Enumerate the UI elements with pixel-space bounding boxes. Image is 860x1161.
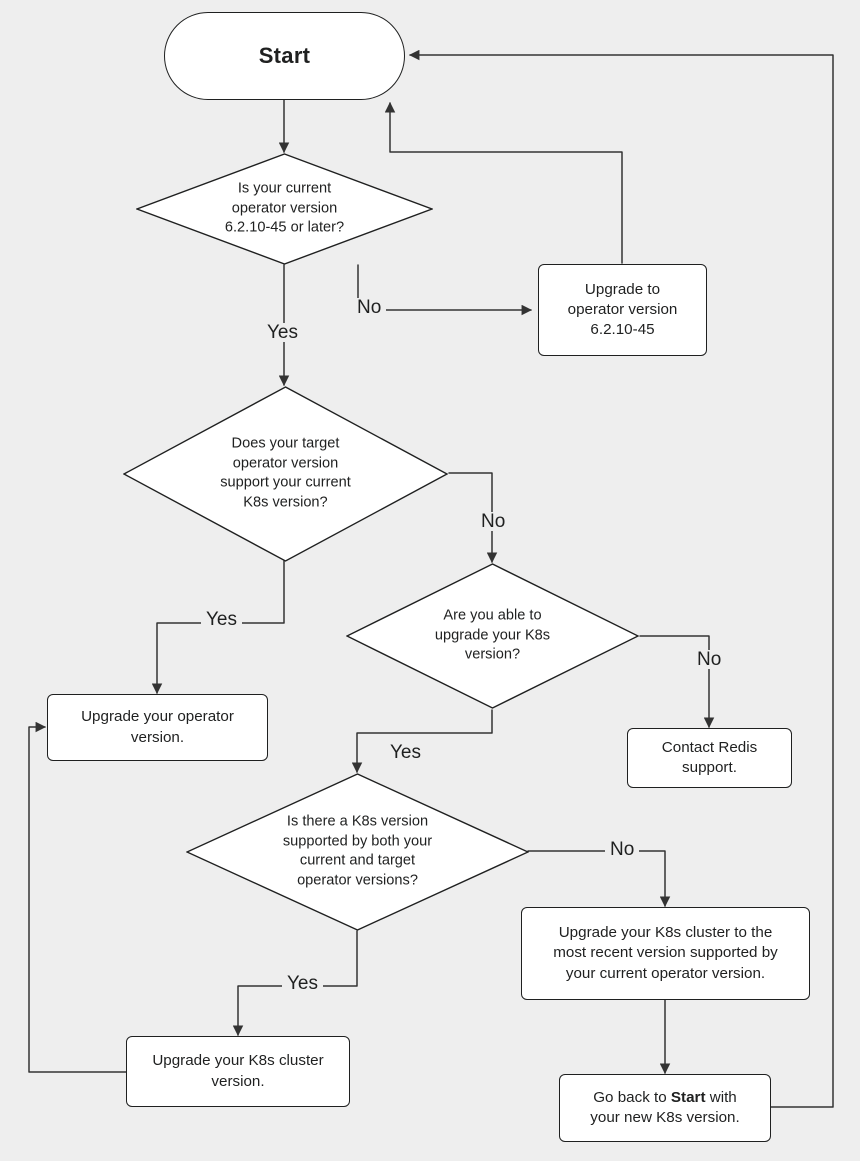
- edge-label-d2-no: No: [476, 512, 511, 531]
- go-back-prefix: Go back to: [593, 1088, 671, 1106]
- diamond-shape: [186, 773, 529, 931]
- node-upgrade-to-pinned-operator-version[interactable]: Upgrade to operator version 6.2.10-45: [538, 264, 707, 356]
- node-upgrade-k8s-most-recent[interactable]: Upgrade your K8s cluster to the most rec…: [521, 907, 810, 1000]
- line: your new K8s version.: [590, 1109, 740, 1126]
- node-upgrade-operator-version-label: Upgrade your operator version.: [81, 707, 234, 747]
- edge-d3-no-to-contact-support: [639, 635, 715, 729]
- node-decision-common-k8s-version[interactable]: Is there a K8s version supported by both…: [186, 773, 529, 931]
- node-go-back-to-start[interactable]: Go back to Start with your new K8s versi…: [559, 1074, 771, 1142]
- node-upgrade-operator-version[interactable]: Upgrade your operator version.: [47, 694, 268, 761]
- diamond-shape: [136, 153, 433, 265]
- line: version.: [211, 1072, 265, 1090]
- line: operator version: [567, 300, 678, 318]
- node-start[interactable]: Start: [164, 12, 405, 100]
- line: Upgrade your operator: [81, 708, 234, 726]
- node-upgrade-k8s-cluster-version[interactable]: Upgrade your K8s cluster version.: [126, 1036, 350, 1107]
- diamond-shape: [346, 563, 639, 709]
- line: Upgrade your K8s cluster to the: [558, 924, 773, 942]
- line: 6.2.10-45: [590, 321, 655, 339]
- line: support.: [682, 759, 737, 776]
- node-upgrade-k8s-most-recent-label: Upgrade your K8s cluster to the most rec…: [553, 923, 778, 983]
- node-start-label: Start: [258, 43, 311, 68]
- diamond-shape: [123, 386, 448, 562]
- edge-d4-no-to-upgrade-k8s-recent: [527, 850, 671, 908]
- node-go-back-to-start-label: Go back to Start with your new K8s versi…: [590, 1088, 739, 1128]
- edge-label-d2-yes: Yes: [201, 610, 242, 629]
- edge-label-d1-yes: Yes: [262, 323, 303, 342]
- go-back-bold-start: Start: [670, 1088, 706, 1106]
- line: Upgrade to: [584, 280, 661, 298]
- edge-label-d4-yes: Yes: [282, 974, 323, 993]
- edge-k8s-cluster-loop-to-upgrade-operator: [28, 721, 128, 1073]
- edge-pinned-upgrade-to-start: [384, 101, 623, 264]
- edge-label-d3-yes: Yes: [385, 743, 426, 762]
- line: your current operator version.: [565, 964, 766, 982]
- node-contact-redis-support[interactable]: Contact Redis support.: [627, 728, 792, 788]
- line: Upgrade your K8s cluster: [152, 1052, 324, 1070]
- node-decision-target-supports-k8s[interactable]: Does your target operator version suppor…: [123, 386, 448, 562]
- line: version.: [130, 728, 185, 746]
- node-decision-able-to-upgrade-k8s[interactable]: Are you able to upgrade your K8s version…: [346, 563, 639, 709]
- line: Contact Redis: [661, 738, 758, 756]
- edge-d3-yes-to-d4: [351, 709, 493, 774]
- node-upgrade-to-pinned-operator-version-label: Upgrade to operator version 6.2.10-45: [568, 280, 678, 340]
- edge-label-d1-no: No: [352, 298, 387, 317]
- node-contact-redis-support-label: Contact Redis support.: [662, 738, 757, 778]
- go-back-suffix: with: [705, 1088, 737, 1106]
- edge-label-d3-no: No: [692, 650, 727, 669]
- line: Go back to Start with: [590, 1088, 739, 1108]
- node-decision-operator-version[interactable]: Is your current operator version 6.2.10-…: [136, 153, 433, 265]
- node-upgrade-k8s-cluster-version-label: Upgrade your K8s cluster version.: [152, 1051, 323, 1091]
- line: most recent version supported by: [553, 944, 778, 962]
- edge-label-d4-no: No: [605, 840, 640, 859]
- edge-d2-no-to-d3: [448, 472, 498, 564]
- edge-go-back-to-start: [408, 49, 834, 1108]
